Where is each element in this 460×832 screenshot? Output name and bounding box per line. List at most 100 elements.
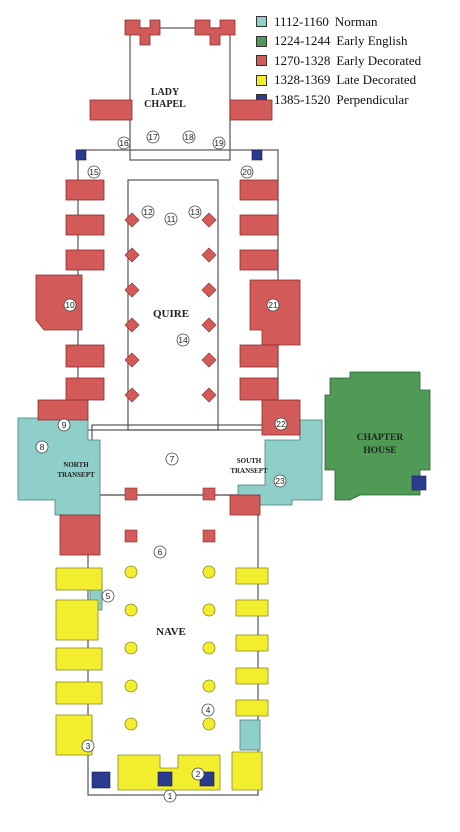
legend-style: Norman <box>334 13 378 29</box>
svg-text:17: 17 <box>148 132 158 142</box>
svg-text:9: 9 <box>62 420 67 430</box>
pier <box>124 387 140 403</box>
nave-outline <box>87 494 259 796</box>
crossing-pier <box>202 487 216 501</box>
north-buttress-4 <box>65 344 105 368</box>
pier <box>201 317 217 333</box>
legend-years: 1385-1520 <box>274 91 331 107</box>
nave-south-yellow-2 <box>235 599 269 617</box>
north-buttress-3 <box>65 249 105 271</box>
legend-style: Early Decorated <box>336 52 422 68</box>
svg-text:11: 11 <box>167 214 176 224</box>
nave-south-red <box>229 494 261 516</box>
marker-23: 23 <box>273 474 287 488</box>
perp-block <box>75 149 87 161</box>
nave-piers <box>124 565 216 731</box>
svg-text:2: 2 <box>196 769 201 779</box>
marker-21: 21 <box>266 298 280 312</box>
pier <box>201 212 217 228</box>
pier <box>124 352 140 368</box>
pier <box>201 247 217 263</box>
nave-north-yellow-3 <box>55 647 103 671</box>
crossing-pier <box>124 487 138 501</box>
legend-years: 1112-1160 <box>274 13 329 29</box>
legend-item-norman: 1112-1160 Norman <box>256 12 427 32</box>
legend-swatch-early-decorated <box>256 55 267 67</box>
svg-text:15: 15 <box>89 167 99 177</box>
region-labels: LADY CHAPEL QUIRE NAVE NORTH TRANSEPT SO… <box>57 87 403 638</box>
marker-22: 22 <box>274 417 288 431</box>
nave-north-yellow-1 <box>55 567 103 591</box>
nave-south-yellow-1 <box>235 567 269 585</box>
legend-item-early-decorated: 1270-1328 Early Decorated <box>256 51 427 71</box>
nave-south-yellow-4 <box>235 667 269 685</box>
svg-text:7: 7 <box>170 454 175 464</box>
legend-swatch-norman <box>256 16 267 28</box>
svg-text:3: 3 <box>86 741 91 751</box>
lady-chapel-pinnacle-1 <box>124 19 161 46</box>
svg-text:4: 4 <box>206 705 211 715</box>
marker-5: 5 <box>101 589 115 603</box>
label-quire: QUIRE <box>153 308 189 320</box>
label-lady-chapel-line1: LADY <box>151 87 180 98</box>
legend-years: 1270-1328 <box>274 52 331 68</box>
legend-style: Late Decorated <box>336 72 417 88</box>
svg-text:5: 5 <box>106 591 111 601</box>
quire-piers <box>124 212 217 543</box>
perpendicular-sections <box>75 149 427 789</box>
pier <box>202 679 216 693</box>
marker-8: 8 <box>35 440 49 454</box>
nave-north-yellow-4 <box>55 681 103 705</box>
marker-2: 2 <box>191 767 205 781</box>
crossing-pier <box>202 529 216 543</box>
pier <box>202 603 216 617</box>
nave-north-yellow-2 <box>55 599 99 641</box>
legend-years: 1224-1244 <box>274 33 331 49</box>
svg-text:8: 8 <box>40 442 45 452</box>
pier <box>124 641 138 655</box>
marker-14: 14 <box>176 333 190 347</box>
svg-text:6: 6 <box>158 547 163 557</box>
label-north-transept-line1: NORTH <box>63 461 89 469</box>
pier <box>124 565 138 579</box>
pier <box>202 717 216 731</box>
perp-block <box>251 149 263 161</box>
label-south-transept-line1: SOUTH <box>237 457 262 465</box>
svg-text:23: 23 <box>275 476 285 486</box>
marker-12: 12 <box>141 205 155 219</box>
svg-text:12: 12 <box>143 207 153 217</box>
marker-18: 18 <box>182 130 196 144</box>
pier <box>202 565 216 579</box>
marker-4: 4 <box>201 703 215 717</box>
marker-6: 6 <box>153 545 167 559</box>
legend-swatch-late-decorated <box>256 74 267 86</box>
north-transept-chapel <box>37 399 89 421</box>
lady-chapel-pinnacle-2 <box>194 19 236 46</box>
marker-10: 10 <box>63 298 77 312</box>
north-east-chapel <box>89 99 133 121</box>
legend-years: 1328-1369 <box>274 72 331 88</box>
marker-20: 20 <box>240 165 254 179</box>
south-buttress-1 <box>239 179 279 201</box>
west-south-tower <box>231 751 263 791</box>
pier <box>124 212 140 228</box>
pier <box>124 247 140 263</box>
pier <box>124 679 138 693</box>
south-buttress-3 <box>239 249 279 271</box>
svg-text:19: 19 <box>214 138 224 148</box>
north-chapel <box>35 274 83 331</box>
early-english-sections <box>324 371 431 501</box>
north-buttress-5 <box>65 377 105 401</box>
legend-style: Early English <box>336 33 408 49</box>
quire-inner-outline <box>127 179 219 431</box>
north-buttress-1 <box>65 179 105 201</box>
marker-9: 9 <box>57 418 71 432</box>
chapter-house <box>324 371 431 501</box>
svg-text:22: 22 <box>276 419 286 429</box>
perp-block <box>91 771 111 789</box>
label-chapter-house-line1: CHAPTER <box>357 433 404 443</box>
south-buttress-5 <box>239 377 279 401</box>
perp-block <box>411 475 427 491</box>
pier <box>201 282 217 298</box>
